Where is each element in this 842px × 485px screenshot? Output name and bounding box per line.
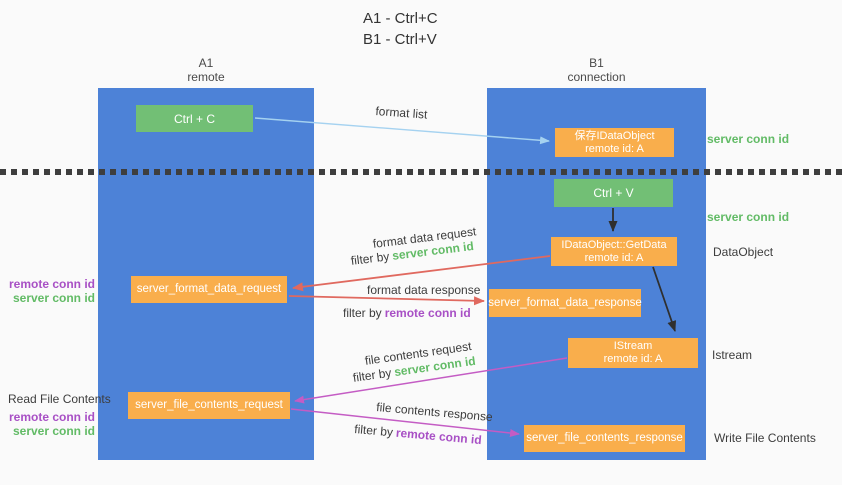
ctrl-c-label: Ctrl + C	[173, 111, 215, 126]
node-ctrl-v: Ctrl + V	[554, 179, 673, 207]
node-istream: IStream remote id: A	[568, 338, 698, 368]
getdata-line2: remote id: A	[584, 251, 644, 264]
label-read-file-contents: Read File Contents	[8, 392, 111, 406]
filter-by-text: filter by	[352, 365, 393, 385]
ctrl-v-label: Ctrl + V	[593, 186, 634, 200]
lane-a1-role: remote	[187, 70, 225, 84]
filter-by-text: filter by	[350, 249, 391, 268]
node-server-format-data-request: server_format_data_request	[131, 276, 287, 303]
istream-line1: IStream	[613, 340, 653, 352]
label-remote-conn-id-left-2: remote conn id	[8, 410, 95, 424]
node-idataobject-getdata: IDataObject::GetData remote id: A	[551, 237, 677, 266]
label-format-list: format list	[375, 104, 428, 122]
label-server-conn-id-left-2: server conn id	[12, 424, 95, 438]
save-idataobject-line1: 保存IDataObject	[574, 129, 655, 142]
lane-b1-role: connection	[567, 70, 626, 84]
getdata-line1: IDataObject::GetData	[561, 238, 667, 251]
save-idataobject-line2: remote id: A	[585, 142, 644, 155]
label-write-file-contents: Write File Contents	[714, 431, 816, 445]
node-save-idataobject: 保存IDataObject remote id: A	[555, 128, 674, 157]
filter-by-text: filter by	[343, 306, 382, 320]
label-dataobject: DataObject	[713, 245, 774, 259]
format-response-label: server_format_data_response	[488, 296, 642, 309]
node-server-file-contents-request: server_file_contents_request	[128, 392, 290, 419]
format-request-label: server_format_data_request	[136, 283, 282, 295]
diagram-title: A1 - Ctrl+C B1 - Ctrl+V	[363, 8, 438, 50]
label-istream: Istream	[712, 348, 753, 362]
lane-b1-name: B1	[589, 56, 604, 70]
remote-conn-id-text: remote conn id	[384, 306, 471, 320]
file-request-label: server_file_contents_request	[135, 399, 283, 411]
title-line-2: B1 - Ctrl+V	[363, 31, 437, 48]
lane-a1-name: A1	[198, 56, 214, 70]
label-file-contents-response: file contents response	[375, 400, 494, 425]
file-response-label: server_file_contents_response	[526, 432, 683, 444]
node-server-format-data-response: server_format_data_response	[488, 289, 642, 317]
lane-header-b1: B1 connection	[487, 56, 706, 84]
filter-by-text: filter by	[353, 422, 394, 440]
title-line-1: A1 - Ctrl+C	[363, 10, 438, 27]
label-remote-conn-id-left-1: remote conn id	[8, 277, 95, 291]
label-format-data-response: format data response	[367, 283, 481, 297]
label-server-conn-id-top: server conn id	[707, 132, 790, 146]
lane-header-a1: A1 remote	[98, 56, 314, 84]
label-server-conn-id-left-1: server conn id	[12, 291, 95, 305]
remote-conn-id-text: remote conn id	[395, 425, 483, 448]
label-server-conn-id-mid: server conn id	[707, 210, 790, 224]
session-divider-dotted-line	[0, 169, 842, 175]
node-server-file-contents-response: server_file_contents_response	[524, 425, 685, 452]
istream-line2: remote id: A	[603, 353, 663, 365]
node-ctrl-c: Ctrl + C	[136, 105, 253, 132]
